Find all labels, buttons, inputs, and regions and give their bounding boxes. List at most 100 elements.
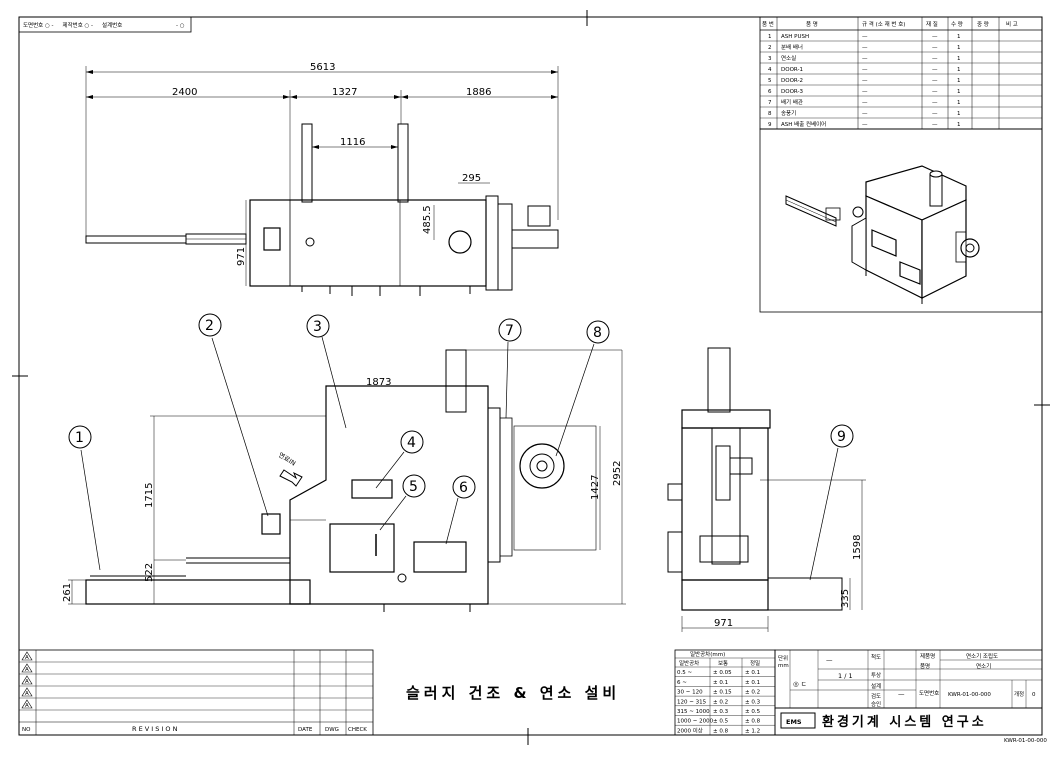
tolerance-cell: 2000 이상 (677, 726, 703, 734)
balloon-6: 6 (459, 480, 468, 496)
bom-cell: 3 (768, 56, 772, 62)
bom-cell: 1 (957, 122, 961, 128)
tb-product: 연소기 조립도 (966, 652, 998, 660)
tolerance-cell: 120 ~ 315 (677, 699, 707, 705)
bom-cell: 연소실 (781, 54, 796, 62)
dim-front-height: 1715 (144, 483, 155, 508)
tolerance-cell: ± 0.05 (713, 670, 732, 676)
fuel-in-label: 연료IN (277, 451, 297, 468)
rev-date-label: DATE (298, 727, 313, 733)
tb-scale-label: 척도 (871, 653, 881, 661)
tb-drawn: 설계 (871, 682, 881, 690)
bom-cell: 1 (957, 56, 961, 62)
tolerance-cell: ± 0.5 (713, 719, 729, 725)
rev-dwg-label: DWG (325, 727, 339, 733)
bom-header-weight: 중 량 (977, 21, 989, 28)
tb-unit-label: 단위 (778, 654, 788, 662)
tolerance-cell: 30 ~ 120 (677, 690, 703, 696)
tolerance-cell: ± 0.1 (745, 670, 760, 676)
tb-approved: 승인 (871, 701, 881, 708)
tol-title: 일반공차(mm) (690, 650, 725, 658)
top-view: 5613 2400 1327 1886 1116 295 485.5 971 (85, 62, 559, 296)
bom-cell: 5 (768, 78, 772, 84)
bom-cell: — (862, 89, 868, 95)
tolerance-cell: ± 0.8 (745, 719, 761, 725)
bom-cell: — (862, 122, 868, 128)
dim-front-low: 522 (144, 563, 155, 582)
bom-cell: 송풍기 (781, 109, 796, 117)
dim-front-total: 2952 (612, 461, 623, 486)
bom-cell: 1 (957, 89, 961, 95)
bom-cell: 1 (957, 67, 961, 73)
tb-checked: 검도 (871, 693, 881, 700)
bom-cell: 1 (768, 34, 772, 40)
bom-cell: 1 (957, 78, 961, 84)
dim-front-fan: 1427 (590, 475, 601, 500)
title-block: 단위 mm — 척도 1 / 1 투상 ◎ ㄷ 설계 검도 — 승인 제품명 연… (774, 649, 1043, 736)
tol-col-b: 정밀 (750, 659, 760, 667)
tb-rev-label: 개정 (1014, 690, 1024, 698)
sheet-border (18, 16, 1043, 736)
bom-cell: — (932, 111, 938, 117)
part-balloons: 1 2 3 4 5 6 7 8 9 (68, 313, 854, 581)
bom-cell: 8 (768, 111, 772, 117)
bom-cell: 1 (957, 111, 961, 117)
tb-dash-2: — (898, 690, 905, 698)
bom-cell: 분배 배너 (781, 43, 803, 51)
bom-cell: 9 (768, 122, 772, 128)
tb-part: 연소기 (976, 662, 991, 670)
tolerance-cell: ± 1.2 (745, 728, 760, 734)
dim-top-height: 971 (236, 247, 247, 266)
tb-projection: ◎ ㄷ (793, 680, 807, 688)
bom-cell: — (932, 56, 938, 62)
revision-block: A A A A A NO R E V I S I O N DATE DWG CH… (18, 649, 374, 736)
bom-cell: — (932, 34, 938, 40)
org-name: 환경기계 시스템 연구소 (822, 714, 987, 730)
tolerance-cell: ± 0.15 (713, 690, 732, 696)
tolerance-cell: ± 0.2 (713, 699, 728, 705)
bom-cell: 6 (768, 89, 772, 95)
tb-dash-1: — (826, 656, 833, 664)
tb-proj-label: 투상 (871, 671, 881, 679)
front-view: 연료IN 1873 1715 522 261 1427 2952 (62, 349, 626, 612)
bom-cell: — (932, 45, 938, 51)
org-logo: EMS (786, 718, 802, 726)
bom-cell: 배기 배관 (781, 98, 803, 106)
bom-cell: ASH PUSH (781, 34, 809, 40)
dim-top-vert: 485.5 (422, 205, 433, 234)
dim-top-total: 5613 (310, 62, 335, 73)
dim-side-small: 335 (840, 589, 851, 608)
bom-cell: DOOR-1 (781, 67, 803, 73)
bom-cell: DOOR-3 (781, 89, 803, 95)
rev-tri-2: A (25, 667, 29, 673)
bom-header-spec: 규 격 (소 재 번 호) (862, 20, 905, 28)
rev-revision-label: R E V I S I O N (132, 725, 178, 733)
tolerance-cell: ± 0.5 (745, 709, 761, 715)
tolerance-table: 일반공차(mm) 일반공차 보통 정밀 0.5 ~± 0.05± 0.16 ~±… (674, 649, 776, 736)
dim-side-width: 971 (714, 618, 733, 629)
balloon-3: 3 (313, 319, 322, 335)
bom-cell: 7 (768, 100, 772, 106)
tolerance-cell: 315 ~ 1000 (677, 709, 710, 715)
tolerance-cell: 1000 ~ 2000 (677, 719, 714, 725)
dim-top-left: 2400 (172, 87, 197, 98)
balloon-8: 8 (593, 325, 602, 341)
tb-dwg-no: KWR-01-00-000 (948, 692, 991, 698)
bom-header-remark: 비 고 (1006, 20, 1018, 28)
balloon-1: 1 (75, 430, 84, 446)
bom-cell: — (862, 56, 868, 62)
bom-cell: — (862, 67, 868, 73)
tolerance-cell: 6 ~ (677, 680, 687, 686)
bom-cell: 2 (768, 45, 772, 51)
bom-cell: 1 (957, 45, 961, 51)
bom-cell: ASH 배출 컨베이어 (781, 120, 826, 128)
tolerance-cell: ± 0.3 (713, 709, 729, 715)
header-note: 도면번호 ○ - 제작번호 ○ - 설계번호 - ○ (18, 16, 192, 33)
header-note-suffix: - ○ (176, 23, 185, 29)
balloon-5: 5 (409, 479, 418, 495)
dim-top-right: 1886 (466, 87, 491, 98)
tolerance-cell: ± 0.8 (713, 728, 729, 734)
tb-part-label: 품명 (920, 663, 930, 670)
bom-cell: — (932, 78, 938, 84)
